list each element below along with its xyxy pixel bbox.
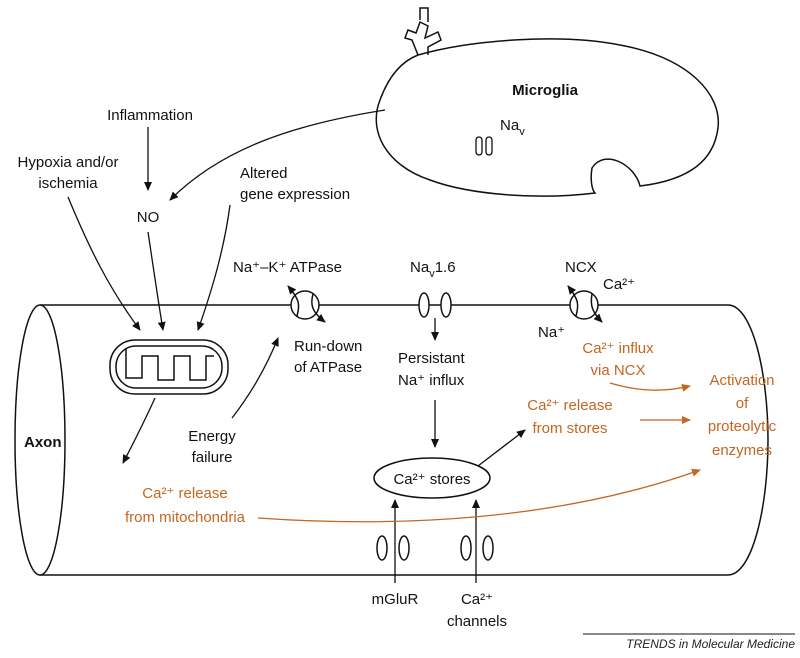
microglia-process-tip bbox=[419, 7, 429, 22]
ncx-label: NCX bbox=[565, 259, 597, 276]
ca-release-stores-line1: Ca²⁺ release bbox=[527, 397, 612, 414]
arrow-gene-to-mito bbox=[196, 204, 231, 331]
nav-microglia-label: Nav bbox=[500, 117, 525, 138]
energy-label-line2: failure bbox=[192, 449, 233, 466]
ca-influx-ncx-line2: via NCX bbox=[590, 362, 645, 379]
nak-atpase-pump-icon bbox=[287, 285, 326, 323]
arrow-ncx-influx-to-activation bbox=[609, 382, 691, 392]
mglur-channel-icon bbox=[376, 535, 410, 561]
arrow-stores-to-release bbox=[477, 429, 526, 467]
microglia-process bbox=[404, 20, 442, 56]
ncx-na-label: Na⁺ bbox=[538, 324, 565, 341]
arrow-mito-to-release bbox=[122, 397, 156, 464]
ca-release-mito-line1: Ca²⁺ release bbox=[142, 485, 227, 502]
mitochondrion-icon bbox=[109, 339, 229, 395]
no-label: NO bbox=[137, 209, 160, 226]
ca-release-stores-line2: from stores bbox=[532, 420, 607, 437]
rundown-label-line2: of ATPase bbox=[294, 359, 362, 376]
arrow-microglia-to-no bbox=[169, 109, 386, 201]
axon-end-face bbox=[14, 304, 66, 576]
activation-label-line2: of bbox=[736, 395, 749, 412]
axon-label: Axon bbox=[24, 434, 62, 451]
energy-label-line1: Energy bbox=[188, 428, 236, 445]
nak-atpase-label: Na⁺–K⁺ ATPase bbox=[233, 259, 342, 276]
hypoxia-label-line2: ischemia bbox=[38, 175, 98, 192]
persistant-label-line2: Na⁺ influx bbox=[398, 372, 465, 389]
arrow-hypoxia-to-mito bbox=[67, 196, 141, 331]
arrow-no-to-mito bbox=[147, 231, 166, 331]
microglia-label: Microglia bbox=[512, 82, 579, 99]
activation-label-line3: proteolytic bbox=[708, 418, 777, 435]
axon-cylinder bbox=[14, 304, 769, 576]
ca-channels-label-line1: Ca²⁺ bbox=[461, 591, 493, 608]
ncx-ca-label: Ca²⁺ bbox=[603, 276, 635, 293]
ca-channel-icon bbox=[460, 535, 494, 561]
altered-label-line1: Altered bbox=[240, 165, 288, 182]
inflammation-label: Inflammation bbox=[107, 107, 193, 124]
journal-credit: TRENDS in Molecular Medicine bbox=[626, 637, 795, 651]
arrow-energy-to-atpase bbox=[231, 337, 279, 419]
microglia-cell bbox=[375, 7, 720, 197]
persistant-label-line1: Persistant bbox=[398, 350, 466, 367]
altered-label-line2: gene expression bbox=[240, 186, 350, 203]
ncx-exchanger-icon bbox=[567, 285, 603, 323]
mglur-label: mGluR bbox=[372, 591, 419, 608]
ca-stores-compartment bbox=[373, 457, 491, 499]
ca-channels-label-line2: channels bbox=[447, 613, 507, 630]
ca-stores-label: Ca²⁺ stores bbox=[393, 471, 470, 488]
nav16-channel-icon bbox=[418, 292, 452, 318]
arrow-mito-release-to-activation bbox=[257, 468, 701, 523]
activation-label-line1: Activation bbox=[709, 372, 774, 389]
hypoxia-label-line1: Hypoxia and/or bbox=[18, 154, 119, 171]
rundown-label-line1: Run-down bbox=[294, 338, 362, 355]
ca-influx-ncx-line1: Ca²⁺ influx bbox=[582, 340, 654, 357]
ca-release-mito-line2: from mitochondria bbox=[125, 509, 246, 526]
axon-outline bbox=[40, 304, 769, 576]
nav-channel-microglia-icon bbox=[475, 136, 493, 156]
nav16-label: Nav1.6 bbox=[410, 259, 456, 280]
activation-label-line4: enzymes bbox=[712, 442, 772, 459]
